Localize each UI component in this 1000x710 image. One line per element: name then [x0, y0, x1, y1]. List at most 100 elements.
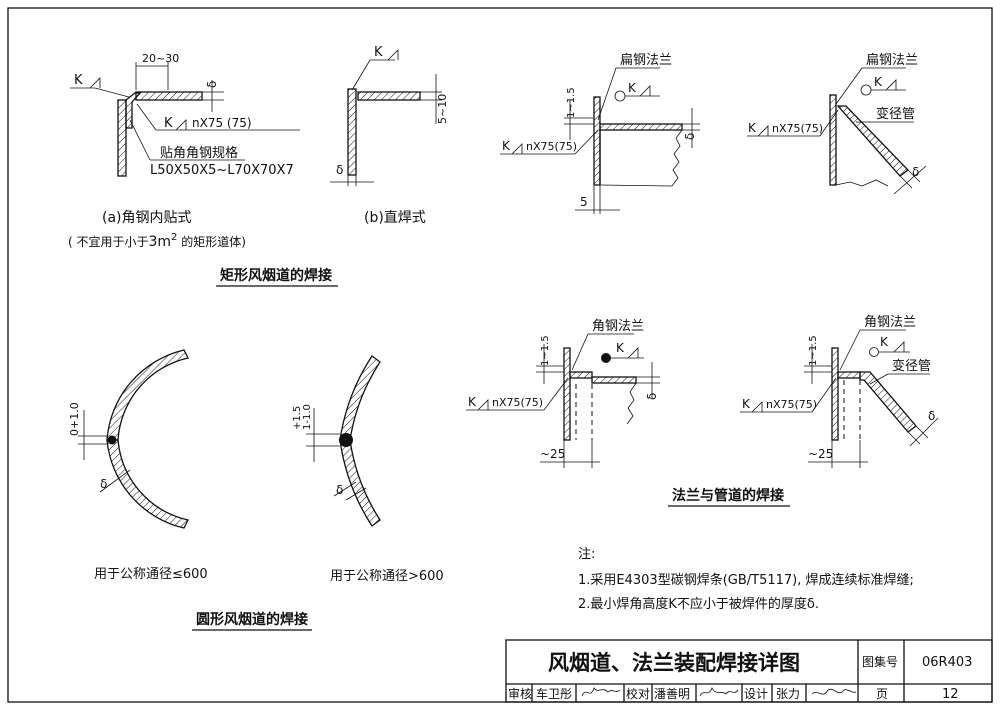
flange-k-2: K — [874, 75, 883, 89]
flange-flat-bar-2 — [829, 94, 837, 186]
note-line-2: 2.最小焊角高度K不应小于被焊件的厚度δ. — [578, 596, 819, 612]
detail-round-small: 0+1.0 δ — [68, 349, 189, 529]
title-block: 风烟道、法兰装配焊接详图 图集号 06R403 审核 车卫彤 校对 潘善明 设计… — [505, 639, 993, 703]
detail-round-large: +1.5 1-1.0 δ — [292, 355, 381, 527]
check-label: 校对 — [626, 686, 650, 701]
weld-nx: nX75(75) — [526, 140, 577, 153]
review-name: 车卫彤 — [536, 686, 572, 701]
reducer-label: 变径管 — [876, 106, 915, 122]
caption-a-note-num: 3m — [149, 234, 172, 250]
reducer-label-4: 变径管 — [892, 358, 931, 374]
flange-angle-vertical — [563, 347, 571, 441]
detail-flange-flat-bar-reducer: 扁钢法兰 K 变径管 K nX75(75) δ — [747, 53, 927, 195]
review-label: 审核 — [508, 686, 532, 701]
page-value: 12 — [942, 687, 959, 702]
caption-b: (b)直焊式 — [364, 209, 426, 226]
pipe-wall-3 — [591, 376, 637, 384]
weld-nx-4: nX75(75) — [766, 398, 817, 411]
round-wall-1 — [106, 349, 189, 441]
flange-label-2: 扁钢法兰 — [866, 53, 918, 68]
dim-25-3: ~25 — [540, 447, 565, 461]
dim-1-1.5-4: 1~1.5 — [808, 335, 819, 366]
delta-c2: δ — [336, 483, 343, 497]
section-title-rect: 矩形风烟道的焊接 — [220, 267, 332, 284]
flange-k-4: K — [880, 335, 889, 349]
weld-k-3: K — [468, 395, 477, 409]
design-name: 张力 — [776, 687, 800, 701]
tol-0-1.0: 0+1.0 — [68, 402, 81, 436]
caption-a-note-pre: ( 不宜用于小于 — [68, 234, 149, 249]
flange-angle-leg-4 — [837, 371, 861, 379]
pipe-wall — [599, 123, 683, 131]
plate-horizontal-b — [357, 91, 421, 101]
caption-a-note-post: 的矩形道体) — [177, 234, 246, 249]
weld-k-label: K — [74, 73, 83, 88]
design-label: 设计 — [744, 687, 768, 701]
detail-flange-angle: 角钢法兰 K 1~1.5 δ K nX75(75) ~25 — [466, 319, 660, 468]
caption-a-note-sup: 2 — [171, 232, 177, 243]
check-name: 潘善明 — [654, 686, 690, 701]
dim-5: 5 — [580, 195, 588, 209]
section-title-flange: 法兰与管道的焊接 — [672, 487, 784, 504]
wall-vertical-b — [347, 88, 357, 176]
angle-piece — [125, 92, 142, 129]
detail-b-direct-weld: K 5~10 δ — [330, 45, 449, 186]
atlas-label: 图集号 — [862, 654, 898, 669]
section-title-round: 圆形风烟道的焊接 — [196, 611, 308, 628]
flange-label-4: 角钢法兰 — [864, 315, 916, 330]
weld-nx-3: nX75(75) — [492, 396, 543, 409]
caption-round-small: 用于公称通径≤600 — [94, 567, 208, 582]
delta-b: δ — [336, 163, 343, 177]
flange-label: 扁钢法兰 — [620, 53, 672, 68]
flange-angle-vertical-4 — [831, 347, 839, 441]
weld-k: K — [502, 139, 511, 153]
round-wall-2b — [339, 439, 381, 527]
angle-spec-label: 贴角角钢规格 — [160, 145, 238, 161]
caption-a: (a)角钢内贴式 — [102, 210, 192, 226]
round-wall-1b — [106, 439, 189, 529]
weld-k-2: K — [748, 121, 757, 135]
detail-a-angle-inner: 20~30 K δ K nX75 (75) 贴角角钢规格 L50X50X5~L7… — [70, 52, 300, 178]
delta-3: δ — [645, 393, 659, 400]
round-wall-2 — [339, 355, 381, 441]
wall-vertical — [117, 99, 127, 177]
page-label: 页 — [876, 687, 888, 701]
dim-1-1.5: 1~1.5 — [566, 87, 577, 118]
detail-flange-flat-bar: 扁钢法兰 K 1~1.5 K nX75(75) δ 5 — [500, 53, 700, 214]
weld-nx-2: nX75(75) — [772, 122, 823, 135]
flange-angle-leg — [569, 371, 593, 379]
delta: δ — [683, 133, 697, 140]
atlas-value: 06R403 — [922, 655, 972, 670]
tol-top: +1.5 — [292, 406, 303, 430]
dim-25-4: ~25 — [808, 447, 833, 461]
note-line-1: 1.采用E4303型碳钢焊条(GB/T5117), 焊成连续标准焊缝; — [578, 572, 914, 588]
sheet-border — [7, 7, 993, 703]
reducer-wall-4 — [859, 371, 917, 433]
design-signature — [811, 688, 857, 695]
delta-label: δ — [205, 81, 219, 88]
plate-horizontal — [135, 91, 203, 101]
flange-flat-bar — [593, 96, 601, 186]
weld-nx-label: nX75 (75) — [192, 116, 252, 130]
weld-k-b: K — [374, 45, 383, 60]
angle-spec-value: L50X50X5~L70X70X7 — [150, 163, 294, 178]
notes-heading: 注: — [578, 547, 595, 562]
dim-1-1.5-3: 1~1.5 — [540, 335, 551, 366]
delta-4: δ — [928, 409, 935, 423]
flange-k: K — [628, 81, 637, 95]
flange-label-3: 角钢法兰 — [592, 319, 644, 334]
detail-flange-angle-reducer: 角钢法兰 K 变径管 1~1.5 K nX75(75) δ ~25 — [740, 315, 939, 468]
flange-k-3: K — [616, 341, 625, 355]
drawing-title: 风烟道、法兰装配焊接详图 — [548, 651, 800, 675]
tol-bottom: 1-1.0 — [302, 404, 313, 430]
caption-round-large: 用于公称通径>600 — [330, 569, 444, 584]
delta-c1: δ — [100, 477, 107, 491]
caption-a-note: ( 不宜用于小于3m2 的矩形道体) — [68, 232, 246, 250]
weld-k-4: K — [742, 397, 751, 411]
dim-5-10: 5~10 — [436, 94, 449, 124]
dim-20-30: 20~30 — [142, 52, 179, 65]
review-signature — [581, 687, 621, 697]
check-signature — [699, 687, 739, 697]
delta-2: δ — [912, 165, 919, 179]
